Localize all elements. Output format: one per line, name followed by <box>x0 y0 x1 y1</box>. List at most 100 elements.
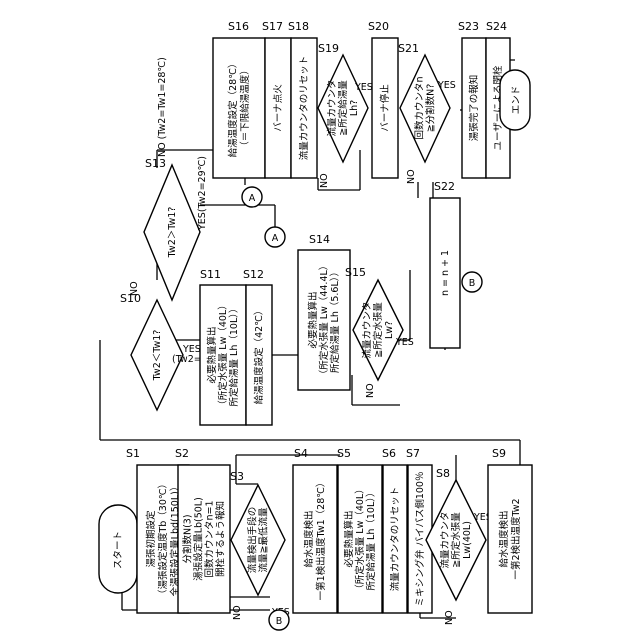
step-label-s5: S5 <box>337 447 351 460</box>
process-s9: S9 給水温度検出一第2検出温度Tw2 <box>488 447 532 613</box>
step-text-line: Tw2＞Tw1? <box>167 207 178 259</box>
process-s7: S7 ミキシング弁 バイパス側100％ <box>406 447 432 613</box>
step-text-s3: 流量検出手段の流量≧最低流量 <box>247 507 270 574</box>
step-label-s8: S8 <box>436 467 450 480</box>
step-text-s7: ミキシング弁 バイパス側100％ <box>414 472 426 607</box>
step-text-line: 必要熱量算出 <box>206 326 218 383</box>
step-label-s15: S15 <box>345 266 366 279</box>
step-text-line: ≧分割数N? <box>425 84 437 133</box>
step-text-s12: 給湯温度設定（42℃） <box>253 306 265 405</box>
process-s4: S4 給水温度検出一第1検出温度Tw1（28℃） <box>293 447 337 613</box>
step-text-s20: バーナ停止 <box>379 84 391 132</box>
process-s5: S5 必要熱量算出（所定水張量 Lw（40L）所定給湯量 Lh（10L）） <box>337 447 382 613</box>
step-text-line: （所定水張量 Lw（44.4L） <box>318 261 330 380</box>
step-text-line: Lw? <box>384 321 395 339</box>
step-text-line: ミキシング弁 バイパス側100％ <box>414 472 426 607</box>
step-label-s23: S23 <box>458 20 479 33</box>
step-text-line: 分割数N(3) <box>182 514 194 563</box>
connector-a-top: A <box>242 187 262 207</box>
svg-text:B: B <box>469 278 476 289</box>
process-s11: S11 必要熱量算出（所定水張量 Lw（40L）所定給湯量 Lh（10L）） <box>200 268 246 425</box>
step-text-s21: 回数カウンタn≧分割数N? <box>414 76 437 139</box>
step-text-line: 流量カウンタ <box>439 511 451 568</box>
svg-text:スタート: スタート <box>113 531 124 569</box>
step-label-s20: S20 <box>368 20 389 33</box>
step-text-s10: Tw2＜Tw1? <box>152 330 163 382</box>
step-text-line: 湯張完了の報知 <box>468 75 480 142</box>
step-label-s21: S21 <box>398 42 419 55</box>
end-terminal: エンド <box>500 70 530 130</box>
step-text-line: Lw(40L) <box>462 521 473 559</box>
step-text-line: 開栓するよう報知 <box>215 501 227 577</box>
step-text-line: 給湯温度設定（28℃） <box>227 59 239 158</box>
step-label-s19: S19 <box>318 42 339 55</box>
s21-no: NO <box>406 169 417 184</box>
step-label-s7: S7 <box>406 447 420 460</box>
svg-text:A: A <box>272 233 279 244</box>
step-label-s14: S14 <box>309 233 330 246</box>
step-text-line: 所定給湯量 Lh（10L）） <box>228 304 240 407</box>
decision-s8: S8 流量カウンタ≧所定水張量Lw(40L) YES NO <box>426 467 492 625</box>
connector-b: B <box>269 610 289 630</box>
step-text-line: n = n + 1 <box>440 250 451 296</box>
step-text-s23: 湯張完了の報知 <box>468 75 480 142</box>
step-text-line: 流量カウンタ <box>326 79 338 136</box>
step-label-s4: S4 <box>294 447 308 460</box>
process-s17: S17 バーナ点火 <box>262 20 291 178</box>
s19-yes: YES <box>354 82 373 93</box>
s3-no: NO <box>232 605 243 620</box>
decision-s21: S21 回数カウンタn≧分割数N? YES NO <box>398 42 456 184</box>
step-text-line: 回数カウンタn <box>414 76 426 139</box>
step-label-s6: S6 <box>382 447 396 460</box>
process-s23: S23 湯張完了の報知 <box>458 20 486 178</box>
step-text-line: Lh? <box>349 100 360 116</box>
svg-text:エンド: エンド <box>511 86 522 115</box>
step-text-line: 給湯温度設定（42℃） <box>253 306 265 405</box>
s10-no: NO <box>129 281 140 296</box>
step-label-s22: S22 <box>434 180 455 193</box>
step-text-line: 所定給湯量 Lh（5.6L）） <box>329 267 341 373</box>
step-text-line: Tw2＜Tw1? <box>152 330 163 382</box>
step-text-line: （所定水張量 Lw（40L） <box>217 300 229 409</box>
s8-no: NO <box>444 610 455 625</box>
step-text-line: （所定水張量 Lw（40L） <box>354 484 366 593</box>
step-label-s17: S17 <box>262 20 283 33</box>
step-label-s2: S2 <box>175 447 189 460</box>
decision-s15: S15 流量カウンタ≧所定水張量Lw? YES NO <box>345 266 414 398</box>
step-text-line: ≧所定給湯量 <box>337 80 349 136</box>
step-label-s24: S24 <box>486 20 507 33</box>
step-text-line: 流量検出手段の <box>247 507 259 574</box>
step-text-line: 一第1検出温度Tw1（28℃） <box>315 478 327 601</box>
step-text-s18: 流量カウンタのリセット <box>298 56 310 161</box>
step-text-line: 回数カウンタn=1 <box>204 500 216 577</box>
step-label-s12: S12 <box>243 268 264 281</box>
process-s18: S18 流量カウンタのリセット <box>288 20 317 178</box>
step-text-line: 流量カウンタのリセット <box>298 56 310 161</box>
step-text-line: 湯張初期設定 <box>145 510 157 568</box>
step-text-line: 湯張設定量Lb(50L) <box>193 497 205 581</box>
step-text-line: バーナ点火 <box>273 84 284 132</box>
step-text-line: 流量カウンタ <box>361 301 373 358</box>
svg-text:A: A <box>249 193 256 204</box>
step-label-s11: S11 <box>200 268 221 281</box>
s13-no-note: NO (Tw2=Tw1=28℃) <box>157 57 168 157</box>
step-text-s17: バーナ点火 <box>273 84 284 132</box>
s15-no: NO <box>365 383 376 398</box>
process-s14: S14 必要熱量算出（所定水張量 Lw（44.4L）所定給湯量 Lh（5.6L）… <box>298 233 350 390</box>
step-label-s1: S1 <box>126 447 140 460</box>
step-label-s13: S13 <box>145 157 166 170</box>
step-label-s16: S16 <box>228 20 249 33</box>
step-text-s13: Tw2＞Tw1? <box>167 207 178 259</box>
step-text-line: （＝下限給湯温度） <box>239 65 251 151</box>
step-text-line: 流量≧最低流量 <box>258 507 270 572</box>
s19-no: NO <box>319 173 330 188</box>
step-text-line: バーナ停止 <box>379 84 391 132</box>
process-s6: S6 流量カウンタのリセット <box>382 447 407 613</box>
process-s20: S20 バーナ停止 <box>368 20 398 178</box>
step-label-s18: S18 <box>288 20 309 33</box>
step-label-s9: S9 <box>492 447 506 460</box>
step-text-line: ≧所定水張量 <box>450 512 462 568</box>
start-terminal: スタート <box>99 505 137 593</box>
